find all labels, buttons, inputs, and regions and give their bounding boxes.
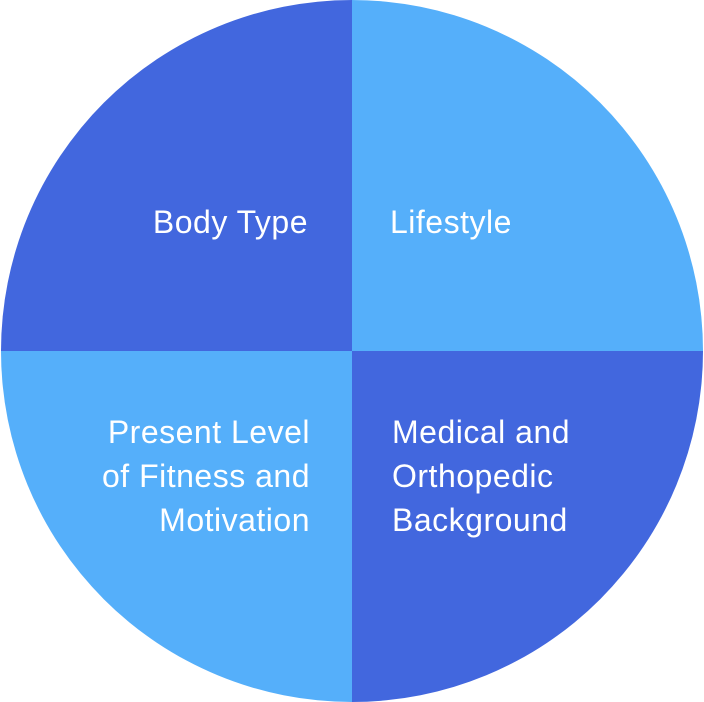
quadrant-label-body-type: Body Type	[153, 200, 308, 244]
quadrant-label-lifestyle: Lifestyle	[390, 200, 512, 244]
label-line: Body Type	[152, 204, 308, 240]
quadrant-medical-background	[352, 351, 703, 702]
quadrant-lifestyle	[352, 0, 703, 351]
label-line: Background	[392, 502, 568, 538]
quadrant-present-level	[1, 351, 352, 702]
quadrant-body-type	[1, 0, 352, 351]
label-line: Present Level	[107, 414, 310, 450]
label-line: Lifestyle	[390, 204, 512, 240]
quadrant-label-present-level: Present Level of Fitness and Motivation	[102, 410, 310, 542]
quadrant-label-medical-background: Medical and Orthopedic Background	[392, 410, 570, 542]
label-line: Medical and	[392, 414, 571, 450]
label-line: Orthopedic	[392, 458, 554, 494]
label-line: of Fitness and	[102, 458, 310, 494]
label-line: Motivation	[159, 502, 310, 538]
